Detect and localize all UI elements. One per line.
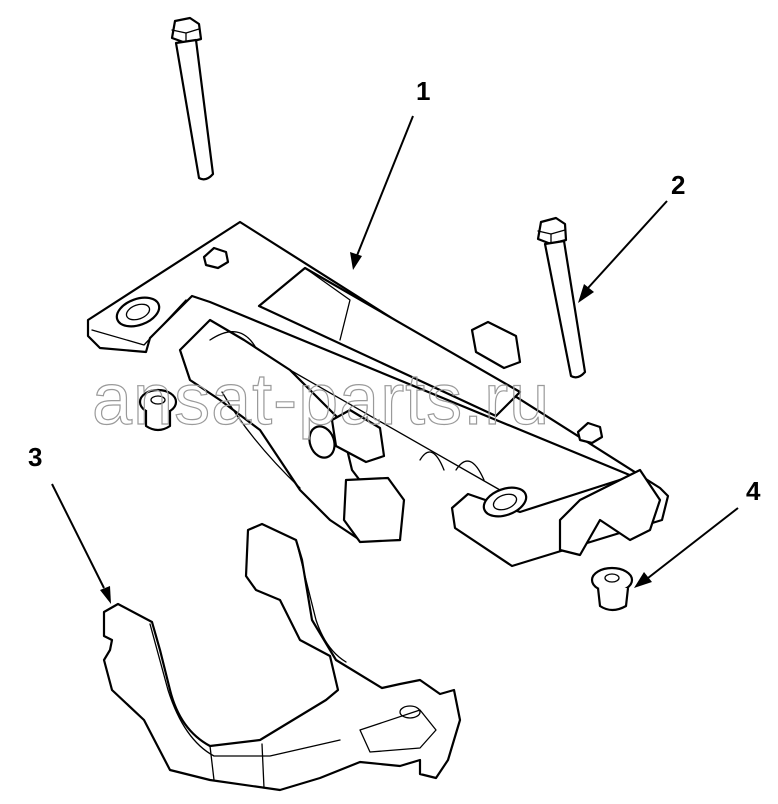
leader-line-4 [647, 507, 739, 579]
leader-line-2 [587, 200, 668, 289]
arrowhead-2 [578, 284, 594, 303]
nut-right [590, 566, 634, 612]
callout-number-1: 1 [416, 76, 430, 106]
callout-number-2: 2 [671, 170, 685, 200]
arrowhead-1 [350, 252, 362, 270]
arrowhead-3 [100, 586, 111, 604]
bracket-housing [86, 220, 670, 568]
arrowhead-4 [634, 572, 652, 588]
callout-number-4: 4 [746, 476, 761, 506]
leader-line-1 [355, 115, 414, 259]
callout-4: 4 [634, 476, 761, 588]
nut-left [138, 388, 178, 432]
callout-1: 1 [350, 76, 430, 270]
bolt-upper [170, 16, 215, 181]
callout-2: 2 [578, 170, 685, 303]
watermark: ansat-parts.ru [92, 360, 550, 440]
bolt-right [536, 216, 587, 379]
leader-line-3 [51, 483, 105, 589]
callout-number-3: 3 [28, 442, 42, 472]
callout-3: 3 [28, 442, 111, 604]
lower-clamp [102, 522, 462, 792]
